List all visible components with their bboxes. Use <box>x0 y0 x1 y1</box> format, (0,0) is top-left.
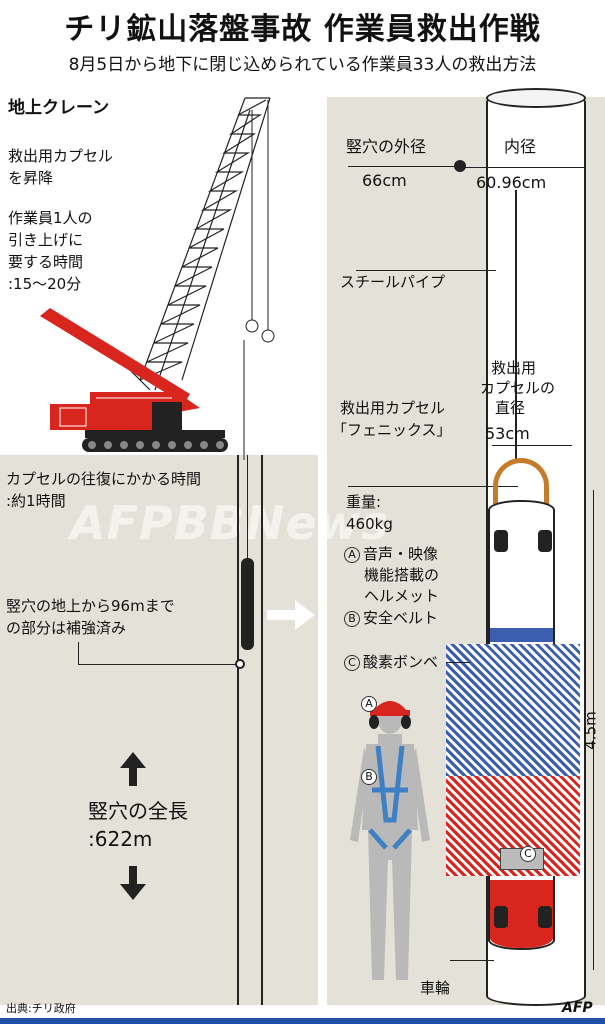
lift-time-value: :15～20分 <box>8 275 82 293</box>
helmet-label-marker: A <box>344 547 360 563</box>
wheel-label: 車輪 <box>420 979 451 997</box>
round-trip-value: :約1時間 <box>6 492 66 510</box>
length-arrow-up-icon <box>120 752 146 786</box>
outer-diameter-label: 竪穴の外径 <box>346 137 427 156</box>
shaft-wall-left <box>237 455 239 1005</box>
outer-diameter-value: 66cm <box>362 171 407 190</box>
reinforcement-leader-vertical <box>78 642 79 664</box>
inner-diameter-value: 60.96cm <box>476 173 547 192</box>
source-credit: 出典:チリ政府 <box>6 1002 76 1015</box>
upper-wheel-right-icon <box>538 530 552 552</box>
capsule-mesh-cage-blue <box>446 644 580 776</box>
inner-diameter-line <box>460 167 586 168</box>
worker-body <box>350 706 430 980</box>
capsule-raise-line-1: 救出用カプセル <box>8 147 114 165</box>
inner-diameter-label: 内径 <box>504 137 537 156</box>
helmet-label-line-1: 音声・映像 <box>363 545 439 563</box>
crane-crawler-tracks <box>82 430 228 452</box>
helmet-label-line-2: 機能搭載の <box>364 566 440 584</box>
reinforcement-marker <box>235 659 245 669</box>
upper-wheel-left-icon <box>494 530 508 552</box>
page-subtitle: 8月5日から地下に閉じ込められている作業員33人の救出方法 <box>68 55 537 75</box>
helmet-marker: A <box>361 696 377 712</box>
lower-wheel-left-icon <box>494 906 508 928</box>
capsule-name-line-2: 「フェニックス」 <box>332 421 452 439</box>
capsule-diameter-value: 53cm <box>485 424 530 443</box>
oxygen-label-text: 酸素ボンベ <box>363 653 439 671</box>
capsule-diameter-line-2: カプセルの <box>480 379 556 397</box>
capsule-hook <box>493 458 549 504</box>
capsule-cable <box>515 190 517 460</box>
footer-bar <box>0 1018 605 1024</box>
harness-label-marker: B <box>344 611 360 627</box>
watermark-text: AFPBBNews <box>70 496 390 550</box>
capsule-weight-label: 重量: <box>346 493 382 511</box>
oxygen-label-marker: C <box>344 655 360 671</box>
height-dimension-line <box>593 490 594 970</box>
crane-heading: 地上クレーン <box>8 98 110 118</box>
helmet-label-line-3: ヘルメット <box>364 587 440 605</box>
harness-label-text: 安全ベルト <box>363 609 439 627</box>
steel-pipe-label: スチールパイプ <box>340 273 446 291</box>
capsule-diameter-line <box>492 445 572 446</box>
outer-label-underline <box>348 166 454 167</box>
shaft-wall-right <box>261 455 263 1005</box>
ground-cross-section <box>0 455 318 1005</box>
afp-logo: AFP <box>562 1000 593 1016</box>
capsule-height-value: 4.5m <box>581 711 600 750</box>
reinforced-line-1: 竪穴の地上から96mまで <box>6 597 175 615</box>
lower-wheel-right-icon <box>538 906 552 928</box>
total-length-label: 竪穴の全長 <box>88 799 188 823</box>
capsule-diameter-line-3: 直径 <box>495 399 526 417</box>
wheel-leader <box>450 960 494 961</box>
outer-diameter-marker <box>454 160 466 172</box>
oxygen-tank-leader <box>446 662 470 663</box>
lift-time-line-3: 要する時間 <box>8 253 84 271</box>
capsule-raise-line-2: を昇降 <box>8 169 54 187</box>
total-length-value: :622m <box>88 827 153 851</box>
detail-arrow-icon <box>267 600 315 630</box>
crane-hoist <box>243 100 275 460</box>
length-arrow-down-icon <box>120 866 146 900</box>
capsule-diameter-line-1: 救出用 <box>491 359 537 377</box>
pipe-top-opening <box>486 88 586 108</box>
safety-harness-icon <box>368 745 412 850</box>
lift-time-line-2: 引き上げに <box>8 231 84 249</box>
worker-figure <box>350 701 430 980</box>
reinforced-line-2: の部分は補強済み <box>6 619 127 637</box>
lift-time-line-1: 作業員1人の <box>8 209 93 227</box>
hoist-cable <box>247 455 248 560</box>
helmet-icon <box>369 701 411 729</box>
reinforcement-leader-horizontal <box>78 664 236 665</box>
weight-leader <box>348 486 518 487</box>
crane-body <box>50 392 182 430</box>
crane-boom <box>119 97 271 391</box>
oxygen-tank-marker: C <box>520 846 536 862</box>
capsule-top-band <box>490 628 553 642</box>
capsule-weight-value: 460kg <box>346 515 393 533</box>
capsule-name-line-1: 救出用カプセル <box>340 399 446 417</box>
capsule-in-shaft <box>241 558 254 650</box>
steel-pipe-leader <box>356 270 496 271</box>
harness-marker: B <box>361 769 377 785</box>
crane-illustration <box>40 97 275 460</box>
page-title: チリ鉱山落盤事故 作業員救出作戦 <box>64 12 541 47</box>
round-trip-line-1: カプセルの往復にかかる時間 <box>6 470 202 488</box>
